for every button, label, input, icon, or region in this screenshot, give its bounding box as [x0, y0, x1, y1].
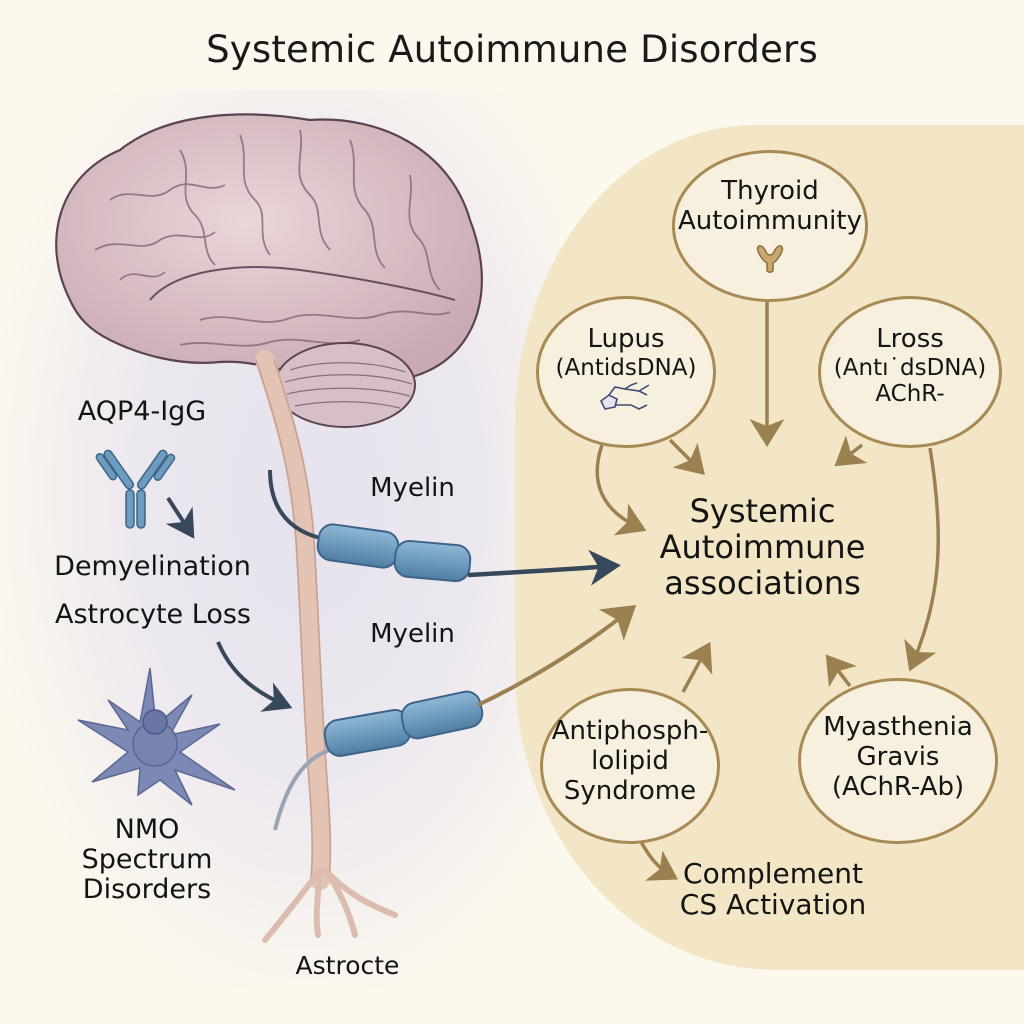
- nmo-line1: NMO: [114, 814, 180, 845]
- astrocyte-cell-icon: [77, 667, 236, 806]
- node-lupus: Lupus (Anti̇dsDNA): [536, 296, 716, 448]
- lross-line3: AChR-: [875, 381, 945, 408]
- mg-line3: (AChR-Ab): [831, 771, 965, 802]
- panel-arrows: [595, 300, 940, 881]
- lross-line1: Lross: [876, 324, 944, 354]
- demyelination-label: Demyelination: [54, 551, 251, 582]
- node-lross: Lross (Antı˙dsDNA) AChR-: [818, 296, 1002, 448]
- thyroid-icon: [756, 244, 784, 273]
- brain-illustration: [55, 113, 483, 428]
- myelin-upper: [268, 469, 472, 583]
- astrocyte-nucleus: [142, 709, 168, 735]
- arrow-aps-to-complement: [638, 839, 679, 881]
- arrow-myelin-to-center: [467, 549, 621, 586]
- cerebellum: [274, 342, 416, 428]
- thyroid-line2: Autoimmunity: [677, 205, 862, 236]
- nmo-line3: Disorders: [82, 874, 212, 906]
- arrow-antibody-to-demyelination: [165, 496, 195, 539]
- center-label: Systemic Autoimmune associations: [635, 492, 890, 602]
- arrow-lupus-to-center-b: [595, 444, 647, 536]
- arrow-mg-to-center: [825, 654, 857, 688]
- node-aps: Antiphosph- lolipid Syndrome: [540, 688, 720, 844]
- myelin-lower-label: Myelin: [370, 619, 455, 649]
- brain-temporal-lobe: [149, 266, 456, 301]
- arrow-astrocyte-loss-to-nerve: [216, 641, 293, 712]
- antibody-icon: [95, 449, 176, 529]
- nmo-line2: Spectrum: [81, 844, 213, 876]
- center-line2: Autoimmune: [659, 527, 866, 566]
- center-line3: associations: [664, 563, 861, 602]
- myelin-upper-label: Myelin: [370, 473, 455, 503]
- nerve-trunk: [255, 350, 332, 890]
- complement-label: Complement CS Activation: [668, 858, 878, 921]
- lupus-line2: (Anti̇dsDNA): [555, 354, 697, 381]
- center-line1: Systemic: [689, 492, 836, 530]
- arrow-lross-to-center: [834, 435, 868, 467]
- lross-line2: (Antı˙dsDNA): [833, 354, 987, 381]
- arrow-aps-to-center: [681, 641, 713, 693]
- aps-line1: Antiphosph-: [551, 716, 709, 746]
- page-title: Systemic Autoimmune Disorders: [206, 28, 818, 71]
- node-thyroid: Thyroid Autoimmunity: [672, 150, 868, 302]
- arrow-lross-to-mg: [904, 447, 940, 672]
- mg-line2: Gravis: [856, 741, 940, 772]
- astrocyte-loss-label: Astrocyte Loss: [55, 599, 251, 630]
- complement-line1: Complement: [683, 857, 863, 890]
- complement-line2: CS Activation: [679, 888, 867, 922]
- nmo-label: NMO Spectrum Disorders: [62, 814, 232, 906]
- arrow-lower-myelin-to-center: [477, 605, 637, 707]
- dna-strand-icon: [599, 382, 650, 411]
- thyroid-line1: Thyroid: [721, 176, 819, 206]
- aps-line2: lolipid: [591, 745, 669, 776]
- astrocyte-bottom-label: Astrocte: [295, 951, 400, 980]
- aqp4-igg-label: AQP4-IgG: [77, 396, 207, 427]
- myelin-lower: [273, 690, 484, 831]
- node-myasthenia-gravis: Myasthenia Gravis (AChR-Ab): [798, 678, 998, 844]
- aps-line3: Syndrome: [563, 775, 697, 806]
- nerve-roots: [262, 867, 398, 943]
- mg-line1: Myasthenia: [823, 712, 973, 742]
- lupus-line1: Lupus: [587, 324, 665, 354]
- cerebellum-folia: [284, 362, 413, 409]
- arrow-lupus-to-center-a: [668, 438, 705, 475]
